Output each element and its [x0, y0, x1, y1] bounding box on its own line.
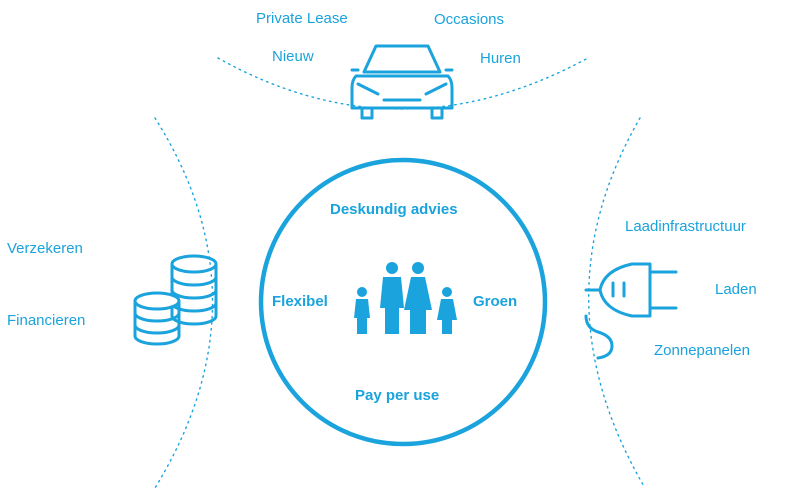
center-label-pay-per-use: Pay per use	[355, 387, 440, 404]
label-laadinfrastructuur: Laadinfrastructuur	[625, 218, 746, 235]
left-dotted-arc	[154, 117, 214, 489]
center-label-groen: Groen	[473, 293, 518, 310]
center-label-deskundig-advies: Deskundig advies	[330, 201, 458, 218]
label-verzekeren: Verzekeren	[7, 240, 83, 257]
label-private-lease: Private Lease	[256, 10, 348, 27]
label-financieren: Financieren	[7, 312, 86, 329]
label-nieuw: Nieuw	[272, 48, 314, 65]
center-circle	[258, 157, 548, 447]
center-label-flexibel: Flexibel	[272, 293, 328, 310]
label-laden: Laden	[715, 281, 757, 298]
label-zonnepanelen: Zonnepanelen	[654, 342, 750, 359]
label-occasions: Occasions	[434, 11, 505, 28]
right-dotted-arc	[588, 117, 646, 489]
label-huren: Huren	[480, 50, 521, 67]
